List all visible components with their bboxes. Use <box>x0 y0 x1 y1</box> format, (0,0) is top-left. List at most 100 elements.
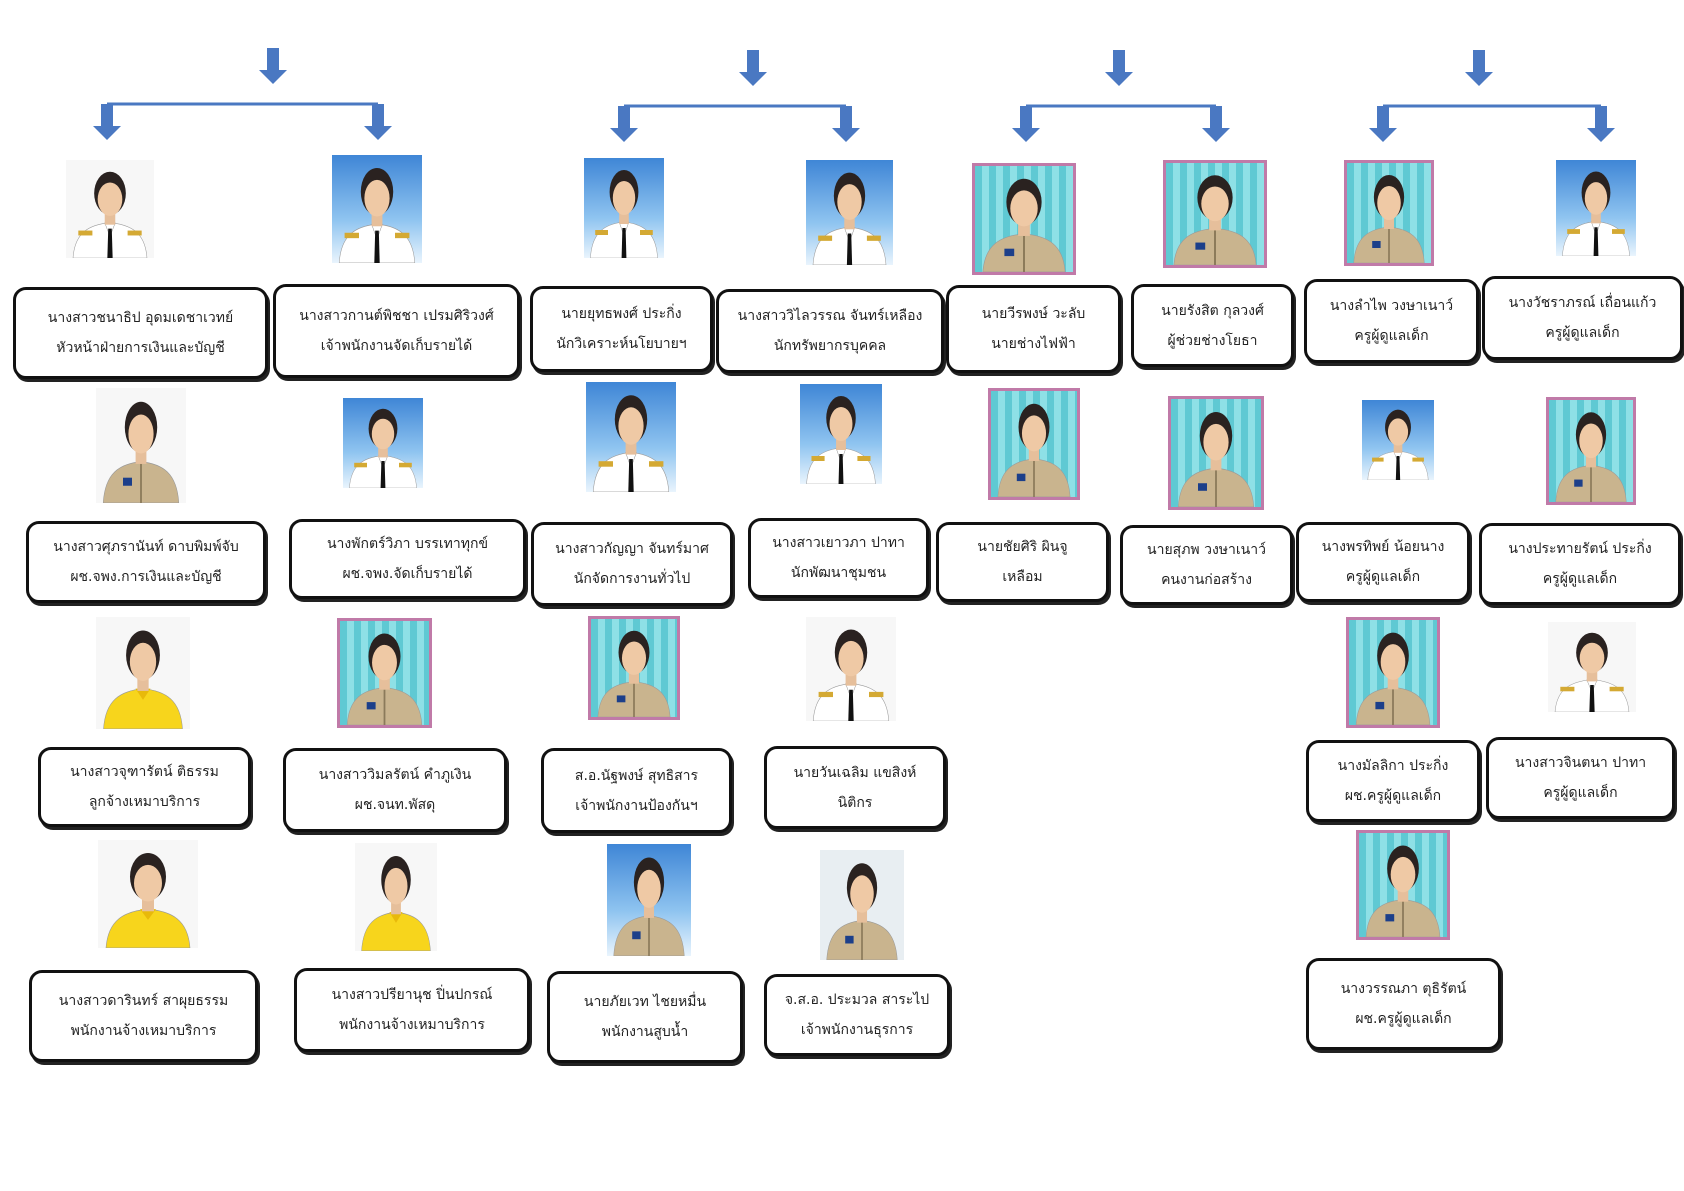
staff-name: นางสาวเยาวภา ปาทา <box>772 535 905 551</box>
staff-card: นายภัยเวท ไชยหมื่นพนักงานสูบน้ำ <box>547 971 743 1063</box>
group-1-top-arrow <box>259 48 287 84</box>
tie <box>621 228 627 258</box>
staff-card: นางพรทิพย์ น้อยนางครูผู้ดูแลเด็ก <box>1296 522 1470 602</box>
right-epaulette <box>1612 229 1625 234</box>
tie <box>848 689 854 721</box>
person-silhouette <box>1355 632 1431 725</box>
person-silhouette <box>1554 632 1630 712</box>
person-silhouette <box>806 396 876 484</box>
neck <box>104 210 116 225</box>
button-placket <box>861 922 863 960</box>
staff-card: นางสาวเยาวภา ปาทานักพัฒนาชุมชน <box>748 518 929 598</box>
neck <box>1387 674 1399 690</box>
button-placket <box>1214 230 1216 265</box>
name-tag <box>632 931 641 940</box>
staff-position: เจ้าพนักงานธุรการ <box>800 1022 914 1038</box>
neck <box>391 899 401 915</box>
staff-name: นายยุทธพงศ์ ประกิ่ง <box>561 306 682 322</box>
face <box>829 407 853 441</box>
button-placket <box>1388 229 1390 263</box>
face <box>1377 186 1401 220</box>
staff-photo <box>332 155 422 263</box>
person-silhouette <box>1367 409 1429 480</box>
neck <box>1585 453 1597 468</box>
left-epaulette <box>78 230 93 236</box>
staff-name: นางสาวจินตนา ปาทา <box>1514 755 1647 771</box>
neck <box>135 447 147 464</box>
staff-name: นางสาวกัญญา จันทร์มาศ <box>555 541 709 557</box>
right-epaulette <box>640 230 653 235</box>
person-silhouette <box>982 178 1066 272</box>
face <box>1579 642 1605 674</box>
staff-name: นางลำไพ วงษาเนาว์ <box>1329 298 1454 314</box>
person-silhouette <box>613 857 685 956</box>
name-tag <box>366 702 376 710</box>
staff-card: นางมัลลิกา ประกิ่งผช.ครูผู้ดูแลเด็ก <box>1306 740 1480 822</box>
staff-position: นักวิเคราะห์นโยบายฯ <box>556 336 687 352</box>
staff-card: ส.อ.นัฐพงษ์ สุทธิสารเจ้าพนักงานป้องกันฯ <box>541 748 732 833</box>
button-placket <box>140 463 142 503</box>
staff-name: นายรังสิต กุลวงศ์ <box>1161 302 1264 319</box>
staff-photo <box>972 163 1076 275</box>
staff-card: จ.ส.อ. ประมวล สาระไปเจ้าพนักงานธุรการ <box>764 974 950 1056</box>
staff-position: เหลือม <box>1002 569 1043 585</box>
face <box>371 418 395 450</box>
group-4-top-arrow <box>1465 50 1493 86</box>
staff-name: ส.อ.นัฐพงษ์ สุทธิสาร <box>574 767 699 784</box>
name-tag <box>616 695 626 703</box>
person-silhouette <box>338 167 416 263</box>
staff-name: นางสาวชนาธิป อุดมเดชาเวทย์ <box>47 310 234 326</box>
staff-position: ผช.จพง.การเงินและบัญชี <box>70 569 222 585</box>
staff-card: นางสาวปรียานุช ปิ่นปกรณ์พนักงานจ้างเหมาบ… <box>294 968 530 1052</box>
staff-name: นางสาวดารินทร์ สาผุยธรรม <box>58 993 229 1009</box>
staff-name: นางสาววิมลรัตน์ คำภูเงิน <box>318 767 472 783</box>
staff-name: จ.ส.อ. ประมวล สาระไป <box>784 992 930 1008</box>
face <box>364 179 390 217</box>
neck <box>836 436 846 450</box>
staff-position: ครูผู้ดูแลเด็ก <box>1345 569 1421 585</box>
shirt-collar <box>135 688 151 700</box>
staff-name: นางวรรณภา ตุธิรัตน์ <box>1340 981 1467 997</box>
person-silhouette <box>346 633 423 725</box>
staff-name: นางมัลลิกา ประกิ่ง <box>1337 758 1449 774</box>
staff-position: ผช.จนท.พัสดุ <box>354 797 436 813</box>
staff-name: นายสุภพ วงษาเนาว์ <box>1147 542 1266 558</box>
left-epaulette <box>354 462 367 468</box>
right-epaulette <box>1609 686 1624 692</box>
face <box>1021 415 1047 452</box>
button-placket <box>633 683 635 717</box>
person-silhouette <box>1555 412 1627 502</box>
neck <box>1397 887 1409 902</box>
neck <box>371 211 383 227</box>
staff-photo <box>355 843 437 951</box>
left-epaulette <box>1372 457 1384 462</box>
neck <box>844 214 855 230</box>
staff-card: นางลำไพ วงษาเนาว์ครูผู้ดูแลเด็ก <box>1304 279 1479 363</box>
staff-photo <box>1548 622 1636 712</box>
right-epaulette <box>857 456 871 461</box>
staff-position: เจ้าพนักงานป้องกันฯ <box>575 797 698 814</box>
staff-photo <box>1362 400 1434 480</box>
neck <box>1018 221 1030 236</box>
staff-card: นางสาวชนาธิป อุดมเดชาเวทย์หัวหน้าฝ่ายการ… <box>13 287 268 379</box>
right-epaulette <box>869 691 884 698</box>
staff-card: นางสาวกัญญา จันทร์มาศนักจัดการงานทั่วไป <box>531 522 733 606</box>
face <box>637 869 661 908</box>
staff-card: นางวัชราภรณ์ เถื่อนแก้วครูผู้ดูแลเด็ก <box>1482 276 1683 360</box>
staff-name: นางสาวกานต์พิชชา เปรมศิริวงศ์ <box>299 308 494 324</box>
neck <box>619 210 629 224</box>
tie <box>380 461 386 488</box>
staff-name: นางสาวศุภรานันท์ ดาบพิมพ์จับ <box>53 539 239 555</box>
person-silhouette <box>105 852 191 948</box>
person-silhouette <box>826 863 898 960</box>
staff-photo <box>1346 617 1440 728</box>
staff-card: นางสาวจินตนา ปาทาครูผู้ดูแลเด็ก <box>1486 737 1675 819</box>
group-2-left-arrow <box>610 106 638 142</box>
left-epaulette <box>598 461 613 467</box>
staff-photo <box>1168 396 1264 510</box>
name-tag <box>1004 248 1015 257</box>
tie <box>1589 685 1595 712</box>
left-epaulette <box>344 232 359 239</box>
staff-name: นายวันเฉลิม แขสิงห์ <box>793 764 917 781</box>
staff-position: ครูผู้ดูแลเด็ก <box>1543 785 1618 801</box>
